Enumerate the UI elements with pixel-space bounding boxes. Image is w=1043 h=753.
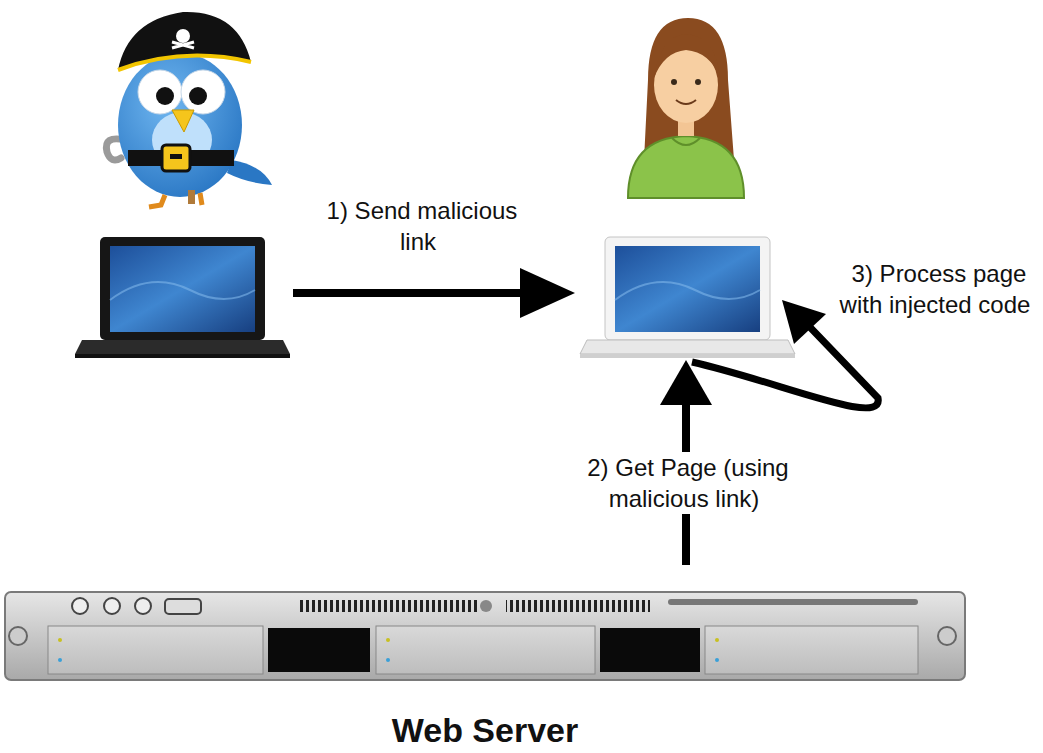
step-label: 3) Process page with injected code xyxy=(837,258,1037,320)
pirate-bird xyxy=(106,12,272,207)
web-server xyxy=(5,592,965,680)
step-text: 1) Send malicious link xyxy=(323,195,518,257)
flow-arrows xyxy=(293,268,878,565)
server-title: Web Server xyxy=(392,712,578,748)
step-text: 2) Get Page (using malicious link) xyxy=(583,452,788,514)
step-label: 1) Send malicious link xyxy=(305,195,535,257)
victim-laptop xyxy=(580,237,795,358)
attacker-laptop xyxy=(75,237,290,358)
step-text: 3) Process page with injected code xyxy=(840,258,1035,320)
user-person xyxy=(628,18,744,198)
step-label: 2) Get Page (using malicious link) xyxy=(546,452,826,514)
node-heading: Web Server xyxy=(392,712,578,748)
